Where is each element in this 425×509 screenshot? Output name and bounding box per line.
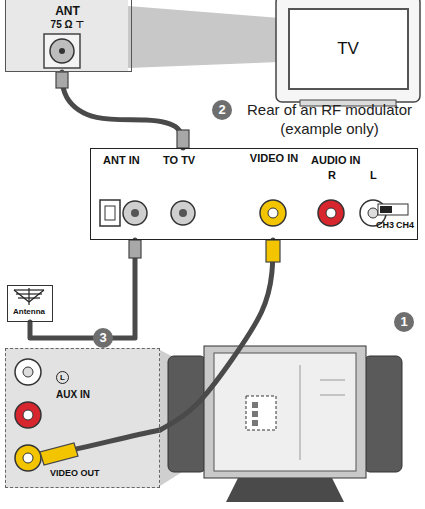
coax-plug <box>129 240 141 258</box>
node-label: TV <box>290 40 406 59</box>
node-label: R <box>328 169 336 181</box>
connector-area <box>252 402 258 426</box>
antenna-icon <box>14 289 44 290</box>
rf-modulator: ANT IN TO TV VIDEO IN AUDIO IN R L CH3CH4 <box>90 148 418 240</box>
power-socket <box>105 206 115 220</box>
node-label: Antenna <box>8 308 50 317</box>
panel-line <box>320 395 345 396</box>
audio-r-jack <box>318 200 344 226</box>
antenna-panel <box>5 0 128 72</box>
callout-number: 3 <box>93 328 113 348</box>
connector-area <box>252 420 258 426</box>
node-label: ANT <box>6 5 129 18</box>
audio-l-jack <box>368 208 378 218</box>
video-in-jack <box>268 208 278 218</box>
modulator-body <box>90 148 418 240</box>
connector-area <box>252 411 258 417</box>
to-tv-jack <box>171 201 195 225</box>
audio-l-out-jack <box>15 359 41 385</box>
connector-area <box>246 396 276 430</box>
node-label: TO TV <box>163 154 195 166</box>
stand <box>226 478 344 502</box>
audio-r-jack <box>326 208 336 218</box>
node-label: AUDIO IN <box>311 154 361 166</box>
caption-label: Rear of an RF modulator (example only) <box>238 101 421 139</box>
antenna-icon <box>18 297 40 298</box>
cable <box>160 240 273 430</box>
coax-pin <box>59 48 65 54</box>
audio-l-out-jack <box>23 367 33 377</box>
video-plug <box>40 443 78 465</box>
video-out-jack <box>15 445 41 471</box>
antenna-box: Antenna <box>7 285 53 322</box>
coax-socket <box>50 39 74 63</box>
antenna-input-panel: ANT75 Ω ⊤ <box>5 0 132 72</box>
antenna-icon <box>14 288 44 305</box>
video-cable <box>72 430 160 450</box>
tv-screen: TV <box>288 8 409 90</box>
ant-in-jack <box>131 209 139 217</box>
coax-plug <box>177 130 189 148</box>
node-label: ANT IN <box>103 154 140 166</box>
video-in-jack <box>260 200 286 226</box>
cable <box>62 72 183 148</box>
audio-r-out-jack <box>23 410 33 420</box>
to-tv-jack <box>179 209 187 217</box>
connector-area <box>252 402 258 408</box>
inset-panel <box>5 348 160 488</box>
power-socket <box>100 200 120 226</box>
ant-in-jack <box>123 201 147 225</box>
video-out-jack <box>23 453 33 463</box>
node-label: L <box>56 371 69 384</box>
channel-switch <box>380 206 392 213</box>
node-label: VIDEO IN <box>249 152 299 164</box>
inset-panel: L AUX IN VIDEO OUT <box>5 348 160 488</box>
node-label: AUX IN <box>56 389 90 400</box>
cable <box>30 240 135 338</box>
tv-body <box>276 0 420 102</box>
antenna-icon <box>29 290 44 302</box>
tv-screen <box>288 8 408 90</box>
antenna-box <box>7 285 52 322</box>
speaker <box>364 356 402 472</box>
callout-number: 1 <box>394 312 414 332</box>
panel-line <box>300 365 301 460</box>
panel-line <box>320 380 345 381</box>
node-label: CH3 <box>376 221 394 231</box>
socket-housing <box>44 34 80 68</box>
node-label: 75 Ω ⊤ <box>6 19 129 30</box>
coax-plug <box>56 72 68 88</box>
video-plug <box>266 240 280 262</box>
main-unit-panel <box>214 353 356 471</box>
channel-switch <box>378 204 408 215</box>
zoom-wedge <box>128 6 280 68</box>
antenna-icon <box>14 290 29 302</box>
audio-r-out-jack <box>15 402 41 428</box>
node-label: CH4 <box>396 221 414 231</box>
node-label: VIDEO OUT <box>50 469 100 479</box>
node-label: L <box>370 169 377 181</box>
callout-number: 2 <box>212 100 232 120</box>
